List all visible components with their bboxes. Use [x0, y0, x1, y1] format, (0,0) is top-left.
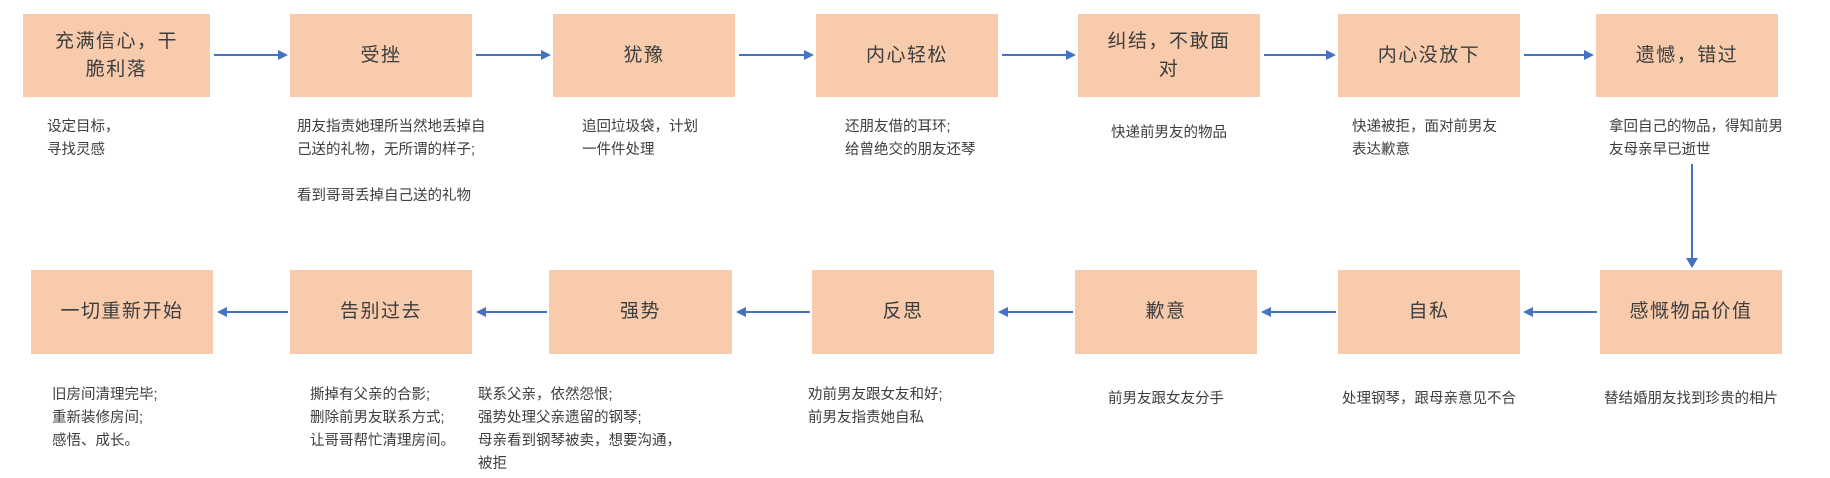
step-box-torn: 纠结，不敢面 对	[1078, 14, 1260, 97]
step-title: 自私	[1408, 301, 1450, 322]
step-title: 内心没放下	[1377, 44, 1481, 66]
step-box-reflect: 反思	[812, 270, 994, 354]
step-box-assertive: 强势	[549, 270, 732, 354]
step-box-value-of-items: 感慨物品价值	[1600, 270, 1782, 354]
arrow-right-icon	[214, 50, 288, 60]
arrow-right-icon	[476, 50, 551, 60]
arrow-right-icon	[1524, 50, 1594, 60]
step-title: 歉意	[1145, 301, 1187, 322]
arrow-left-icon	[217, 307, 288, 317]
step-box-farewell: 告别过去	[290, 270, 472, 354]
step-title: 反思	[882, 301, 924, 322]
step-title: 遗憾，错过	[1635, 44, 1739, 66]
step-note: 追回垃圾袋，计划 一件件处理	[582, 119, 698, 158]
step-box-regret: 遗憾，错过	[1596, 14, 1778, 97]
step-box-hesitate: 犹豫	[553, 14, 735, 97]
step-note: 联系父亲，依然怨恨; 强势处理父亲遗留的钢琴; 母亲看到钢琴被卖，想要沟通， 被…	[478, 387, 681, 472]
arrow-left-icon	[736, 307, 810, 317]
step-title: 受挫	[360, 44, 402, 66]
step-title: 犹豫	[623, 44, 665, 66]
step-note: 前男友跟女友分手	[1108, 391, 1224, 407]
step-title: 充满信心，干 脆利落	[54, 30, 178, 80]
step-note: 拿回自己的物品，得知前男 友母亲早已逝世	[1609, 119, 1783, 158]
arrow-down-icon	[1686, 164, 1698, 268]
step-box-confident: 充满信心，干 脆利落	[23, 14, 210, 97]
step-box-setback: 受挫	[290, 14, 472, 97]
step-note: 处理钢琴，跟母亲意见不合	[1342, 391, 1516, 407]
step-note: 撕掉有父亲的合影; 删除前男友联系方式; 让哥哥帮忙清理房间。	[310, 387, 455, 449]
step-box-restart: 一切重新开始	[31, 270, 213, 354]
step-note: 朋友指责她理所当然地丢掉自 己送的礼物，无所谓的样子; 看到哥哥丢掉自己送的礼物	[297, 119, 486, 204]
arrow-right-icon	[1002, 50, 1076, 60]
step-title: 强势	[619, 301, 661, 322]
step-note: 快递前男友的物品	[1111, 125, 1227, 141]
step-note: 还朋友借的耳环; 给曾绝交的朋友还琴	[845, 119, 976, 158]
step-box-apology: 歉意	[1075, 270, 1257, 354]
step-box-not-let-go: 内心没放下	[1338, 14, 1520, 97]
arrow-left-icon	[998, 307, 1073, 317]
step-note: 快递被拒，面对前男友 表达歉意	[1352, 119, 1497, 158]
arrow-left-icon	[1523, 307, 1597, 317]
step-note: 劝前男友跟女友和好; 前男友指责她自私	[808, 387, 943, 426]
step-box-relieved: 内心轻松	[816, 14, 998, 97]
step-title: 感慨物品价值	[1629, 301, 1753, 322]
step-title: 纠结，不敢面 对	[1107, 30, 1231, 80]
step-box-selfish: 自私	[1338, 270, 1520, 354]
step-title: 告别过去	[339, 301, 422, 322]
step-title: 内心轻松	[865, 44, 948, 66]
arrow-left-icon	[1261, 307, 1336, 317]
step-note: 设定目标， 寻找灵感	[47, 119, 120, 158]
step-note: 替结婚朋友找到珍贵的相片	[1604, 391, 1778, 407]
step-title: 一切重新开始	[60, 301, 184, 322]
arrow-right-icon	[1264, 50, 1336, 60]
step-note: 旧房间清理完毕; 重新装修房间; 感悟、成长。	[52, 387, 158, 449]
arrow-right-icon	[739, 50, 814, 60]
arrow-left-icon	[476, 307, 547, 317]
